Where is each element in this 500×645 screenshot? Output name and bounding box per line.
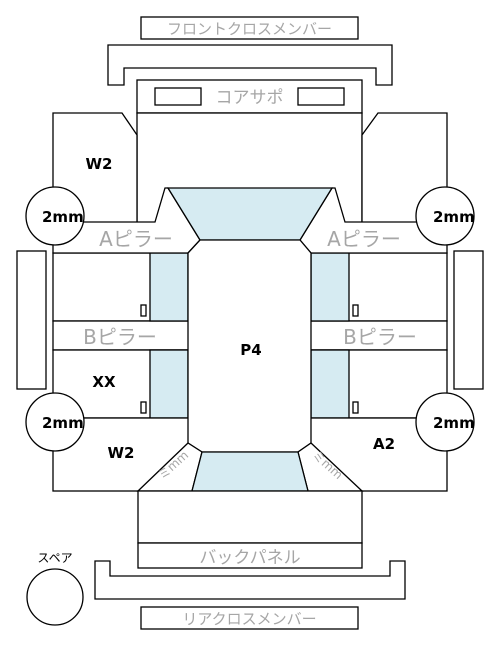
right-side-sill (453, 250, 484, 390)
right-front-door-handle (352, 304, 359, 317)
spare-tire-circle (26, 568, 84, 626)
rear-cross-member-label: リアクロスメンバー (182, 610, 316, 628)
headlight-left (154, 87, 202, 106)
front-cross-member-box (140, 16, 359, 40)
left-rear-door-code: XX (92, 373, 116, 391)
trunk-panel (137, 490, 363, 544)
left-rear-door-handle (140, 401, 147, 414)
rear-right-measurement: 2mm (433, 414, 475, 432)
front-left-wheel-circle (25, 186, 85, 246)
right-rear-glass (310, 349, 350, 419)
rear-left-measurement: 2mm (42, 414, 84, 432)
front-left-fender-code: W2 (86, 155, 113, 173)
rear-right-wheel-circle (415, 392, 475, 452)
front-left-measurement: 2mm (42, 208, 84, 226)
front-cross-member-label: フロントクロスメンバー (167, 20, 332, 38)
headlight-right (297, 87, 345, 106)
left-rear-glass (149, 349, 189, 419)
rear-left-quarter-code: W2 (108, 444, 135, 462)
left-side-sill (16, 250, 47, 390)
core-support-label: コアサポ (216, 88, 284, 108)
spare-label: スペア (37, 551, 72, 565)
left-front-glass (149, 252, 189, 322)
left-a-pillar-label: Aピラー (99, 227, 173, 251)
right-a-pillar-label: Aピラー (327, 227, 401, 251)
back-panel-box (137, 542, 363, 569)
rear-cross-member-box (140, 606, 359, 630)
rear-bumper-outline (94, 560, 406, 600)
rear-window (191, 451, 309, 492)
front-right-measurement: 2mm (433, 208, 475, 226)
front-bumper-outline (107, 44, 393, 86)
rear-right-quarter-code: A2 (373, 435, 395, 453)
right-b-pillar-label: Bピラー (343, 325, 417, 349)
right-front-glass (310, 252, 350, 322)
left-b-pillar-label: Bピラー (83, 325, 157, 349)
back-panel-label: バックパネル (199, 548, 300, 568)
right-rear-door-handle (352, 401, 359, 414)
roof-code: P4 (240, 341, 261, 359)
rear-left-wheel-circle (25, 392, 85, 452)
left-front-door-handle (140, 304, 147, 317)
right-b-pillar-band (309, 320, 448, 351)
front-right-wheel-circle (415, 186, 475, 246)
